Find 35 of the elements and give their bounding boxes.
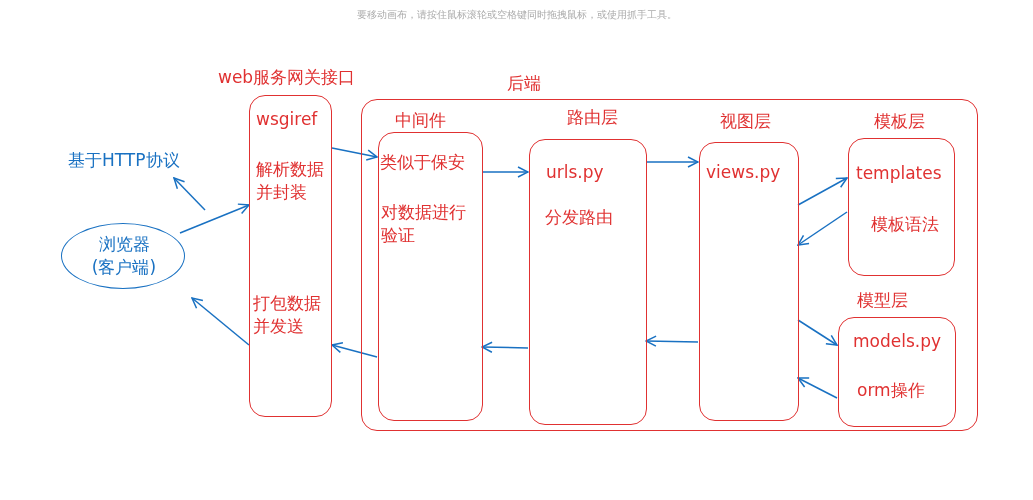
box-text: orm操作 [857,379,925,402]
code-label: urls.py [546,161,604,184]
code-label: wsgiref [256,108,318,131]
arrow [331,342,378,358]
arrow [331,147,378,161]
box-heading: 模板层 [874,110,925,133]
arrow [179,203,250,234]
box-text: 类似于保安 [380,151,465,174]
arrow [481,166,529,178]
box-heading: 路由层 [567,106,618,129]
arrow [797,177,848,206]
box-heading: 视图层 [720,110,771,133]
arrow [645,335,699,347]
box-text: 分发路由 [545,206,613,229]
arrow [645,156,699,168]
arrow [481,341,529,353]
code-label: models.py [853,330,942,353]
code-label: views.py [706,161,781,184]
box-text: 解析数据并封装 [256,158,325,204]
box-heading: 模型层 [857,289,908,312]
arrow [191,297,250,346]
box-heading: 中间件 [395,109,446,132]
annotation-text: 基于HTTP协议 [68,148,180,172]
arrow [797,211,848,246]
hint-text: 要移动画布，请按住鼠标滚轮或空格键同时拖拽鼠标，或使用抓手工具。 [355,8,678,22]
arrow [797,377,838,399]
arrow [173,177,206,211]
box-text: 模板语法 [871,213,939,236]
box-text: 打包数据并发送 [253,292,322,338]
code-label: templates [856,162,942,185]
arrow [797,319,838,346]
box-heading: 后端 [507,72,541,95]
node-label: 浏览器(客户端) [90,233,158,279]
box-heading: web服务网关接口 [218,66,356,89]
box-text: 对数据进行验证 [381,201,467,247]
